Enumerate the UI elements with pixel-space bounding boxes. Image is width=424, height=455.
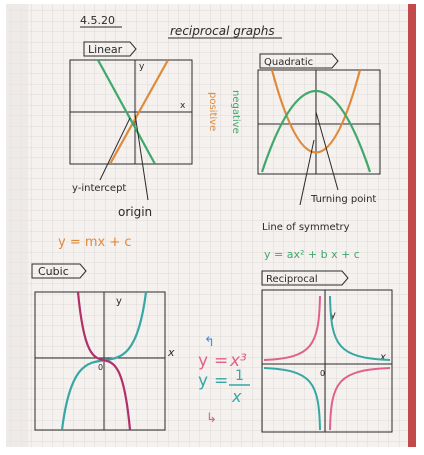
linear-x-label: x — [180, 101, 186, 111]
reciprocal-heading: Reciprocal — [266, 274, 318, 285]
reciprocal-q2-branch — [263, 295, 321, 361]
page-title: reciprocal graphs — [170, 24, 275, 38]
quadratic-up-parabola — [270, 70, 362, 154]
cubic-y-label: y — [116, 296, 122, 307]
symmetry-pointer — [299, 139, 315, 206]
origin-label: origin — [118, 205, 152, 219]
positive-label: positive — [207, 92, 218, 131]
reciprocal-y-label: y — [330, 310, 336, 321]
cubic-origin-mark: 0 — [98, 363, 103, 372]
quadratic-down-parabola — [260, 90, 372, 173]
turning-point-pointer — [315, 111, 339, 191]
reciprocal-origin-mark: 0 — [320, 369, 325, 378]
equation-block: ↰ y = x³ y = 1 x ↳ — [198, 335, 250, 426]
reciprocal-q3-branch — [263, 367, 321, 431]
cubic-negative-curve — [76, 292, 132, 430]
linear-y-label: y — [139, 62, 145, 72]
cubic-eq-equals: = — [214, 351, 228, 371]
arrow-down-glyph: ↳ — [206, 411, 217, 426]
arrow-up-glyph: ↰ — [204, 335, 215, 350]
turning-point-label: Turning point — [310, 194, 376, 205]
recip-eq-y: y — [198, 371, 208, 391]
reciprocal-section: Reciprocal x y 0 — [261, 270, 393, 433]
y-intercept-label: y-intercept — [72, 183, 126, 194]
notebook-binding — [408, 4, 416, 447]
grid-paper — [6, 4, 416, 447]
linear-equation: y = mx + c — [58, 235, 132, 250]
origin-pointer — [134, 113, 149, 201]
quadratic-equation: y = ax² + b x + c — [264, 248, 360, 261]
linear-section: Linear x y y-intercept origin y = mx + c… — [58, 41, 241, 250]
reciprocal-x-label: x — [379, 352, 386, 363]
negative-label: negative — [230, 90, 241, 134]
cubic-banner — [31, 263, 87, 279]
cubic-x-label: x — [167, 346, 175, 359]
y-intercept-pointer — [99, 117, 131, 181]
quadratic-banner — [259, 53, 339, 69]
symmetry-label: Line of symmetry — [262, 222, 350, 233]
cubic-plot-frame — [34, 291, 166, 431]
linear-heading: Linear — [88, 43, 123, 56]
reciprocal-banner — [261, 270, 349, 286]
reciprocal-q1-branch — [329, 295, 391, 361]
cubic-section: Cubic x y 0 — [31, 263, 175, 431]
cubic-heading: Cubic — [38, 265, 69, 278]
quadratic-heading: Quadratic — [264, 57, 313, 68]
page-shadow — [6, 4, 28, 447]
recip-eq-equals: = — [214, 371, 228, 391]
reciprocal-q4-branch — [329, 367, 391, 431]
reciprocal-plot-frame — [261, 289, 393, 433]
quadratic-plot-frame — [257, 69, 381, 175]
linear-banner — [83, 41, 137, 57]
linear-positive-line — [109, 60, 169, 164]
quadratic-section: Quadratic Turning point Line of symmetry… — [257, 53, 381, 261]
cubic-eq-y: y — [198, 351, 208, 371]
cubic-eq-rhs: x³ — [229, 351, 247, 371]
recip-eq-numerator: 1 — [235, 368, 244, 384]
recip-eq-denominator: x — [231, 387, 242, 406]
date-text: 4.5.20 — [80, 14, 115, 27]
linear-negative-line — [97, 60, 156, 164]
